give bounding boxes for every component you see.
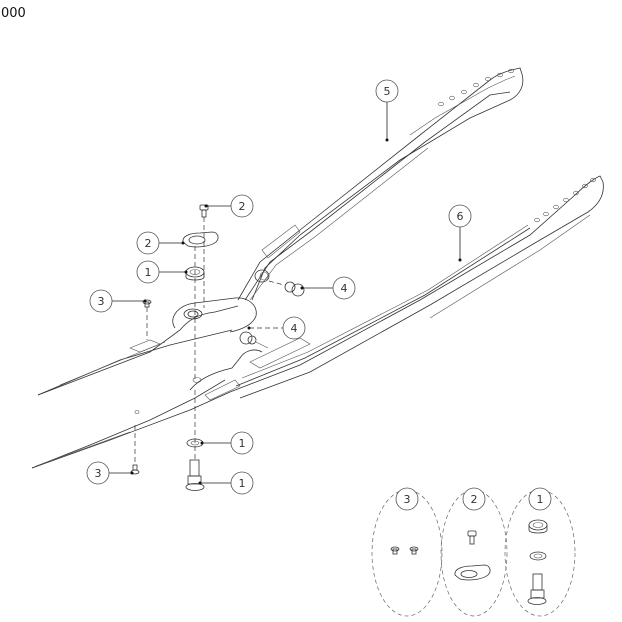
- kit-1-nut: [528, 519, 548, 534]
- callout-4-lower-bumper: 4: [282, 316, 306, 340]
- svg-text:1: 1: [239, 477, 246, 490]
- svg-text:1: 1: [145, 266, 152, 279]
- svg-text:3: 3: [404, 493, 411, 506]
- grip-holes-lower: [534, 177, 596, 223]
- callout-2-washer-plate: 2: [136, 231, 160, 255]
- leader-lines: [109, 102, 462, 485]
- svg-text:4: 4: [341, 282, 348, 295]
- svg-text:2: 2: [239, 200, 246, 213]
- hardware: [130, 204, 305, 491]
- svg-text:3: 3: [95, 467, 102, 480]
- bumper-upper-part: [284, 281, 305, 297]
- washer-plate-part: [182, 231, 219, 248]
- upper-shear-half: [37, 67, 524, 396]
- svg-text:2: 2: [471, 493, 478, 506]
- lower-shear-half: [31, 175, 604, 469]
- callout-3-lower-rivet: 3: [86, 461, 110, 485]
- svg-text:1: 1: [239, 437, 246, 450]
- callout-3-upper-rivet: 3: [89, 289, 113, 313]
- kit-3: 3: [371, 487, 443, 617]
- kit-3-rivet-b: [409, 546, 419, 555]
- callout-4-upper-bumper: 4: [332, 276, 356, 300]
- svg-text:1: 1: [537, 493, 544, 506]
- svg-text:2: 2: [145, 237, 152, 250]
- kit-2-screw: [467, 530, 477, 545]
- bumper-lower-part: [239, 331, 269, 349]
- svg-text:5: 5: [384, 85, 391, 98]
- svg-text:4: 4: [291, 322, 298, 335]
- kit-1-washer: [529, 551, 547, 561]
- kit-2: 2: [440, 487, 508, 617]
- pivot-bolt-part: [185, 459, 205, 491]
- callout-6-lower-handle: 6: [448, 204, 472, 228]
- grip-holes-upper: [438, 68, 514, 107]
- page-code: 000: [1, 6, 26, 21]
- callout-1-nut: 1: [136, 260, 160, 284]
- kit-3-rivet-a: [390, 546, 400, 555]
- kit-2-washer-plate: [454, 564, 491, 581]
- kit-1-pivot-bolt: [527, 573, 547, 605]
- svg-text:3: 3: [98, 295, 105, 308]
- callout-2-screw: 2: [230, 194, 254, 218]
- kit-1: 1: [504, 487, 576, 617]
- callout-5-upper-handle: 5: [375, 79, 399, 103]
- callout-1-washer: 1: [230, 431, 254, 455]
- svg-text:6: 6: [457, 210, 464, 223]
- callout-1-pivot-bolt: 1: [230, 471, 254, 495]
- assembly-axes: [134, 217, 285, 465]
